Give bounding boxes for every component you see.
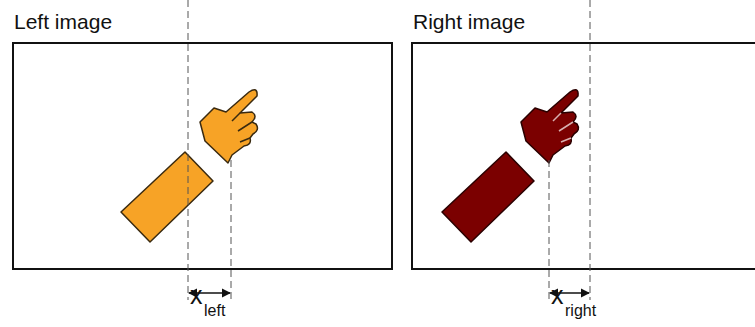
image-heading: Left image xyxy=(14,10,112,34)
dashed-line xyxy=(590,0,591,300)
forearm xyxy=(121,152,213,242)
pointing-arm xyxy=(121,90,257,242)
disparity-subscript: left xyxy=(204,303,225,319)
hand xyxy=(521,90,578,163)
forearm xyxy=(442,152,534,242)
disparity-symbol: x xyxy=(551,283,564,308)
disparity-symbol: x xyxy=(190,283,203,308)
finger-lines xyxy=(232,113,252,142)
image-frame: Left image xyxy=(12,42,393,270)
dashed-line xyxy=(188,0,189,300)
dashed-line xyxy=(231,160,232,300)
dashed-line xyxy=(549,160,550,300)
image-frame: Right image xyxy=(411,42,755,270)
pointing-arm xyxy=(442,90,578,242)
image-heading: Right image xyxy=(413,10,525,34)
finger-lines xyxy=(553,113,573,142)
hand xyxy=(200,90,257,163)
dimension-arrow xyxy=(189,292,230,293)
dimension-arrow xyxy=(550,292,589,293)
disparity-subscript: right xyxy=(565,303,596,319)
